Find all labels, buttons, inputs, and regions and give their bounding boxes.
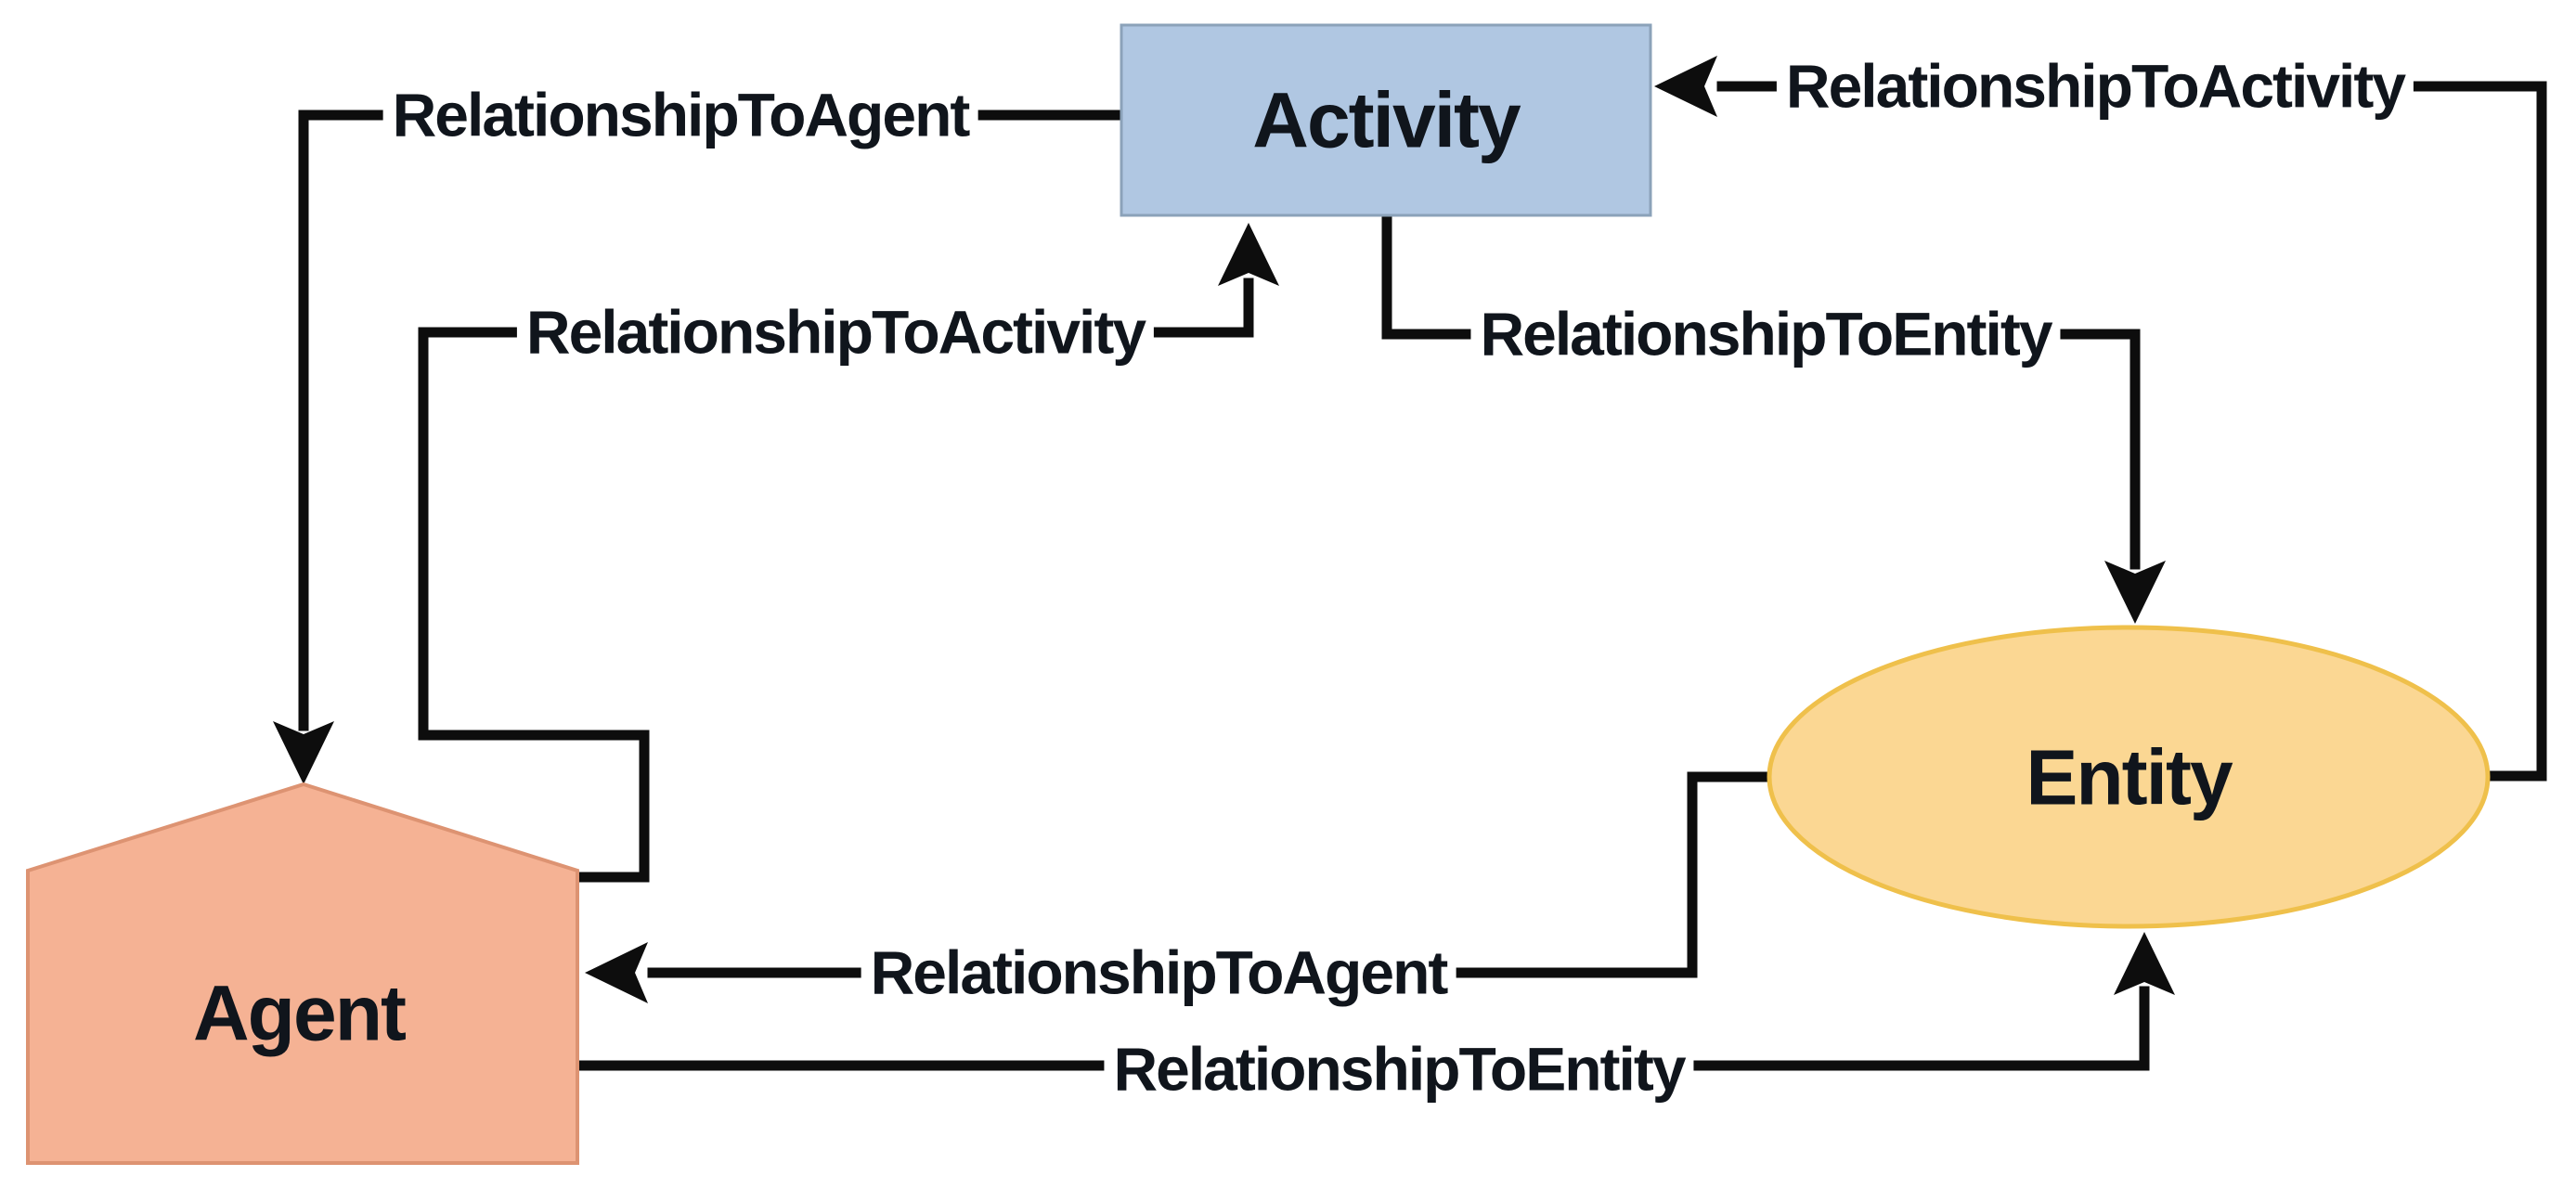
edge-agent-to-entity [572, 986, 2150, 1071]
arrowhead-into-agent-top [273, 721, 334, 784]
arrowhead-into-activity-right [1654, 56, 1717, 117]
arrowhead-into-activity-bottom [1218, 223, 1279, 286]
edge-activity-to-entity [1381, 210, 2141, 570]
edge-label-relationship-to-agent-bottom: RelationshipToAgent [861, 940, 1456, 1005]
activity-node-label: Activity [1252, 76, 1521, 164]
edge-label-relationship-to-entity-middle: RelationshipToEntity [1470, 302, 2061, 367]
arrowhead-into-entity-bottom [2114, 932, 2175, 995]
activity-node [1120, 23, 1652, 217]
arrowhead-into-agent-right [585, 942, 648, 1003]
arrowhead-into-entity-top [2104, 561, 2166, 624]
edge-label-relationship-to-entity-bottom: RelationshipToEntity [1104, 1037, 1694, 1102]
edge-label-relationship-to-activity-right: RelationshipToActivity [1776, 54, 2414, 119]
entity-node-label: Entity [2026, 733, 2233, 821]
edge-label-relationship-to-agent-top: RelationshipToAgent [382, 83, 978, 148]
agent-node [26, 782, 579, 1165]
entity-node [1767, 625, 2491, 929]
agent-node-label: Agent [193, 969, 407, 1057]
edge-agent-to-activity [418, 278, 1254, 883]
edge-label-relationship-to-activity-left: RelationshipToActivity [516, 300, 1155, 365]
